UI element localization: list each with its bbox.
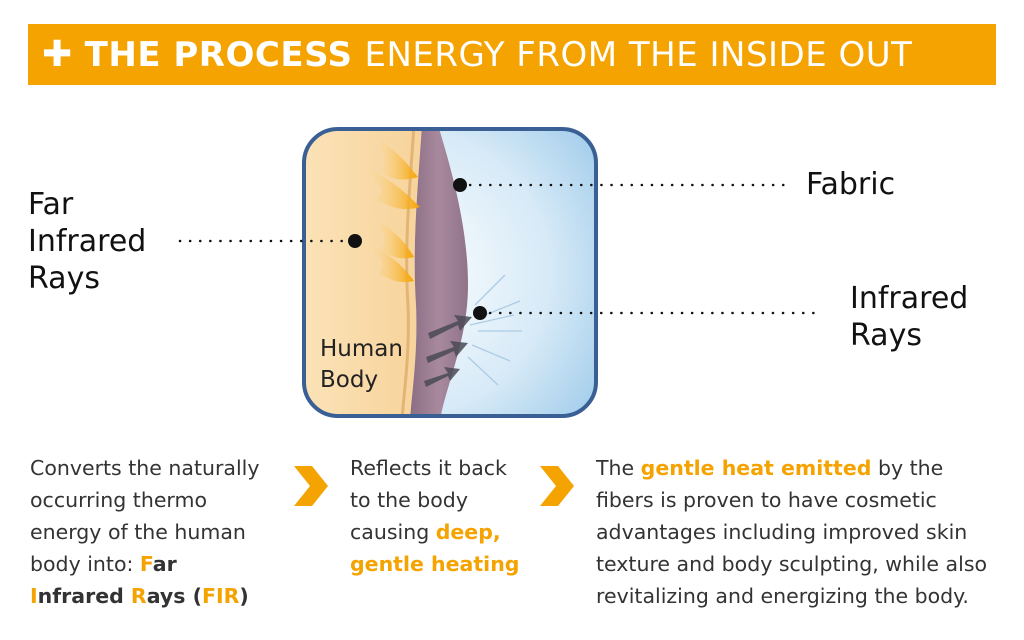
chevron-right-icon xyxy=(294,466,328,506)
step-1-text: Converts the naturally occurring thermo … xyxy=(30,456,260,608)
chevron-right-icon xyxy=(540,466,574,506)
far-infrared-label: Far Infrared Rays xyxy=(28,187,147,296)
fabric-label: Fabric xyxy=(806,167,896,202)
fabric-diagram xyxy=(302,127,598,418)
step-2-text: Reflects it back to the body causing dee… xyxy=(350,456,520,576)
header-banner: ✚ THE PROCESS ENERGY FROM THE INSIDE OUT xyxy=(28,24,996,85)
banner-title-bold: THE PROCESS xyxy=(84,34,353,75)
step-3-text: The gentle heat emitted by the fibers is… xyxy=(596,456,988,608)
infrared-label: Infrared Rays xyxy=(850,281,969,353)
banner-title-rest: ENERGY FROM THE INSIDE OUT xyxy=(364,34,913,75)
human-body-label: Human Body xyxy=(320,336,403,393)
plus-icon: ✚ xyxy=(42,34,73,75)
